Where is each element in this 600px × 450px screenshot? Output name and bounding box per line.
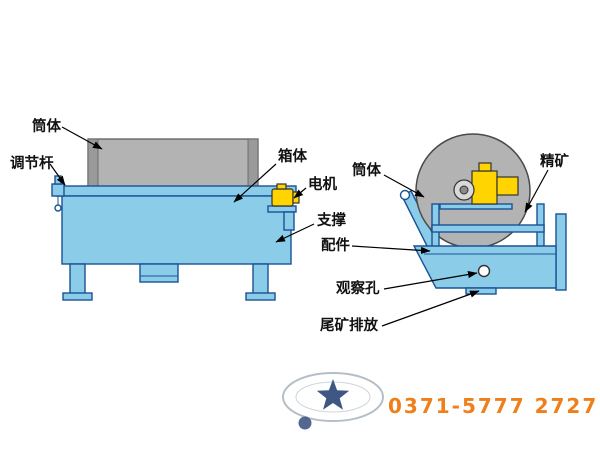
watermark-logo (282, 372, 384, 430)
leader-parts (351, 245, 431, 255)
leader-box-body (233, 163, 277, 203)
tank-body (55, 185, 297, 301)
drive-assembly (453, 162, 519, 205)
motor-side (267, 183, 300, 231)
label-observation-hole: 观察孔 (336, 279, 380, 297)
left-foot (62, 292, 93, 301)
label-tailings: 尾矿排放 (320, 316, 378, 334)
bottom-chute (139, 263, 179, 283)
feed-chute (399, 189, 439, 252)
right-leg (252, 263, 269, 296)
label-adjust-rod: 调节杆 (10, 154, 54, 172)
leader-tailings (381, 290, 480, 327)
watermark: 0371-5777 2727 (282, 372, 598, 430)
label-concentrate: 精矿 (540, 152, 569, 170)
callouts: 筒体 调节杆 箱体 电机 支撑 筒体 精矿 配件 观察孔 尾矿排放 (10, 117, 569, 334)
leader-observation-hole (383, 270, 478, 290)
label-box-body: 箱体 (278, 147, 307, 165)
label-drum-right: 筒体 (352, 161, 381, 179)
logo-stamp (298, 416, 312, 430)
drum-side (87, 138, 259, 188)
right-foot (245, 292, 276, 301)
leader-drum-left (61, 126, 103, 150)
leader-drum-right (383, 174, 425, 198)
label-support: 支撑 (317, 211, 346, 229)
left-view (51, 138, 300, 301)
star-icon (316, 379, 350, 410)
observation-hole-circle (477, 264, 491, 278)
concentrate-plate (555, 213, 567, 291)
label-drum-left: 筒体 (32, 117, 61, 135)
label-parts: 配件 (321, 236, 350, 254)
leader-adjust-rod (49, 163, 66, 186)
leader-concentrate (524, 169, 549, 213)
leader-support (275, 223, 315, 243)
leader-motor (293, 187, 307, 199)
label-motor: 电机 (308, 175, 337, 193)
watermark-phone: 0371-5777 2727 (388, 394, 598, 418)
left-leg (69, 263, 86, 296)
